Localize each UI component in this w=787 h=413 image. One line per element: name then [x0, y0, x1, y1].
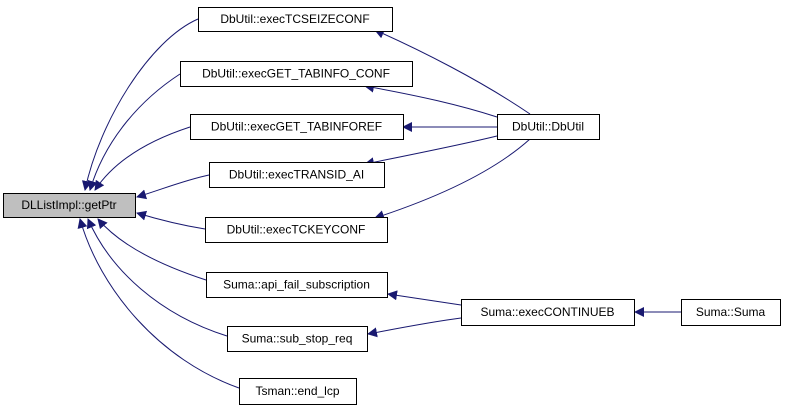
edge-endlcp-to-root — [77, 218, 240, 389]
node-endlcp[interactable]: Tsman::end_lcp — [239, 378, 357, 405]
edge-layer — [77, 18, 682, 389]
edge-line — [94, 126, 191, 191]
edge-line — [387, 290, 462, 306]
edge-tcseize-to-root — [82, 18, 199, 191]
edge-transid-to-root — [136, 174, 210, 200]
node-apifail[interactable]: Suma::api_fail_subscription — [206, 272, 388, 298]
edge-line — [364, 82, 498, 118]
node-layer: DLListImpl::getPtr DbUtil::execTCSEIZECON… — [3, 7, 781, 405]
node-label: DbUtil::DbUtil — [512, 120, 584, 134]
node-substop[interactable]: Suma::sub_stop_req — [227, 326, 368, 352]
edge-dbutil-to-tckeyconf — [374, 138, 531, 220]
node-box[interactable] — [190, 114, 404, 140]
node-box[interactable] — [3, 193, 136, 218]
edge-contb-to-apifail — [387, 290, 462, 306]
edge-line — [86, 218, 228, 337]
node-box[interactable] — [198, 7, 393, 32]
edge-line — [374, 29, 531, 115]
node-box[interactable] — [206, 272, 388, 298]
node-box[interactable] — [681, 299, 781, 326]
edge-dbutil-to-transid — [364, 135, 498, 168]
edge-line — [364, 135, 498, 168]
node-label: DbUtil::execTCKEYCONF — [227, 223, 366, 237]
node-box[interactable] — [227, 326, 368, 352]
edge-line — [87, 73, 181, 191]
edge-contb-to-substop — [367, 317, 462, 338]
edge-gettabinfoconf-to-root — [87, 73, 181, 191]
edge-apifail-to-root — [97, 218, 207, 281]
node-dbutil[interactable]: DbUtil::DbUtil — [497, 114, 600, 140]
node-gettabinfoconf[interactable]: DbUtil::execGET_TABINFO_CONF — [180, 61, 413, 87]
node-tcseize[interactable]: DbUtil::execTCSEIZECONF — [198, 7, 393, 32]
node-label: DbUtil::execTRANSID_AI — [229, 168, 364, 182]
node-contb[interactable]: Suma::execCONTINUEB — [461, 299, 635, 326]
node-box[interactable] — [209, 162, 385, 188]
node-transid[interactable]: DbUtil::execTRANSID_AI — [209, 162, 385, 188]
node-box[interactable] — [461, 299, 635, 326]
node-label: Suma::Suma — [696, 305, 766, 319]
node-label: DbUtil::execTCSEIZECONF — [220, 12, 369, 26]
edge-dbutil-to-tcseize — [374, 29, 531, 115]
edge-line — [367, 317, 462, 338]
node-label: Suma::sub_stop_req — [242, 332, 353, 346]
node-label: DbUtil::execGET_TABINFOREF — [211, 120, 382, 134]
node-tckeyconf[interactable]: DbUtil::execTCKEYCONF — [205, 217, 388, 243]
edge-line — [97, 218, 207, 281]
edge-dbutil-to-gettabinfoconf — [364, 82, 498, 118]
edge-gettabinforef-to-root — [94, 126, 191, 191]
edge-tckeyconf-to-root — [136, 210, 206, 230]
node-suma[interactable]: Suma::Suma — [681, 299, 781, 326]
node-label: Tsman::end_lcp — [255, 384, 339, 398]
node-box[interactable] — [180, 61, 413, 87]
node-box[interactable] — [205, 217, 388, 243]
edge-substop-to-root — [86, 218, 228, 337]
edge-line — [136, 174, 210, 200]
node-box[interactable] — [497, 114, 600, 140]
edge-line — [136, 210, 206, 230]
node-label: DLListImpl::getPtr — [21, 198, 116, 212]
node-label: DbUtil::execGET_TABINFO_CONF — [202, 67, 390, 81]
node-gettabinforef[interactable]: DbUtil::execGET_TABINFOREF — [190, 114, 404, 140]
node-label: Suma::api_fail_subscription — [223, 278, 370, 292]
edge-line — [82, 18, 199, 191]
node-box[interactable] — [239, 378, 357, 405]
edge-line — [77, 218, 240, 389]
node-label: Suma::execCONTINUEB — [480, 305, 614, 319]
edge-line — [374, 138, 531, 220]
node-root[interactable]: DLListImpl::getPtr — [3, 193, 136, 218]
